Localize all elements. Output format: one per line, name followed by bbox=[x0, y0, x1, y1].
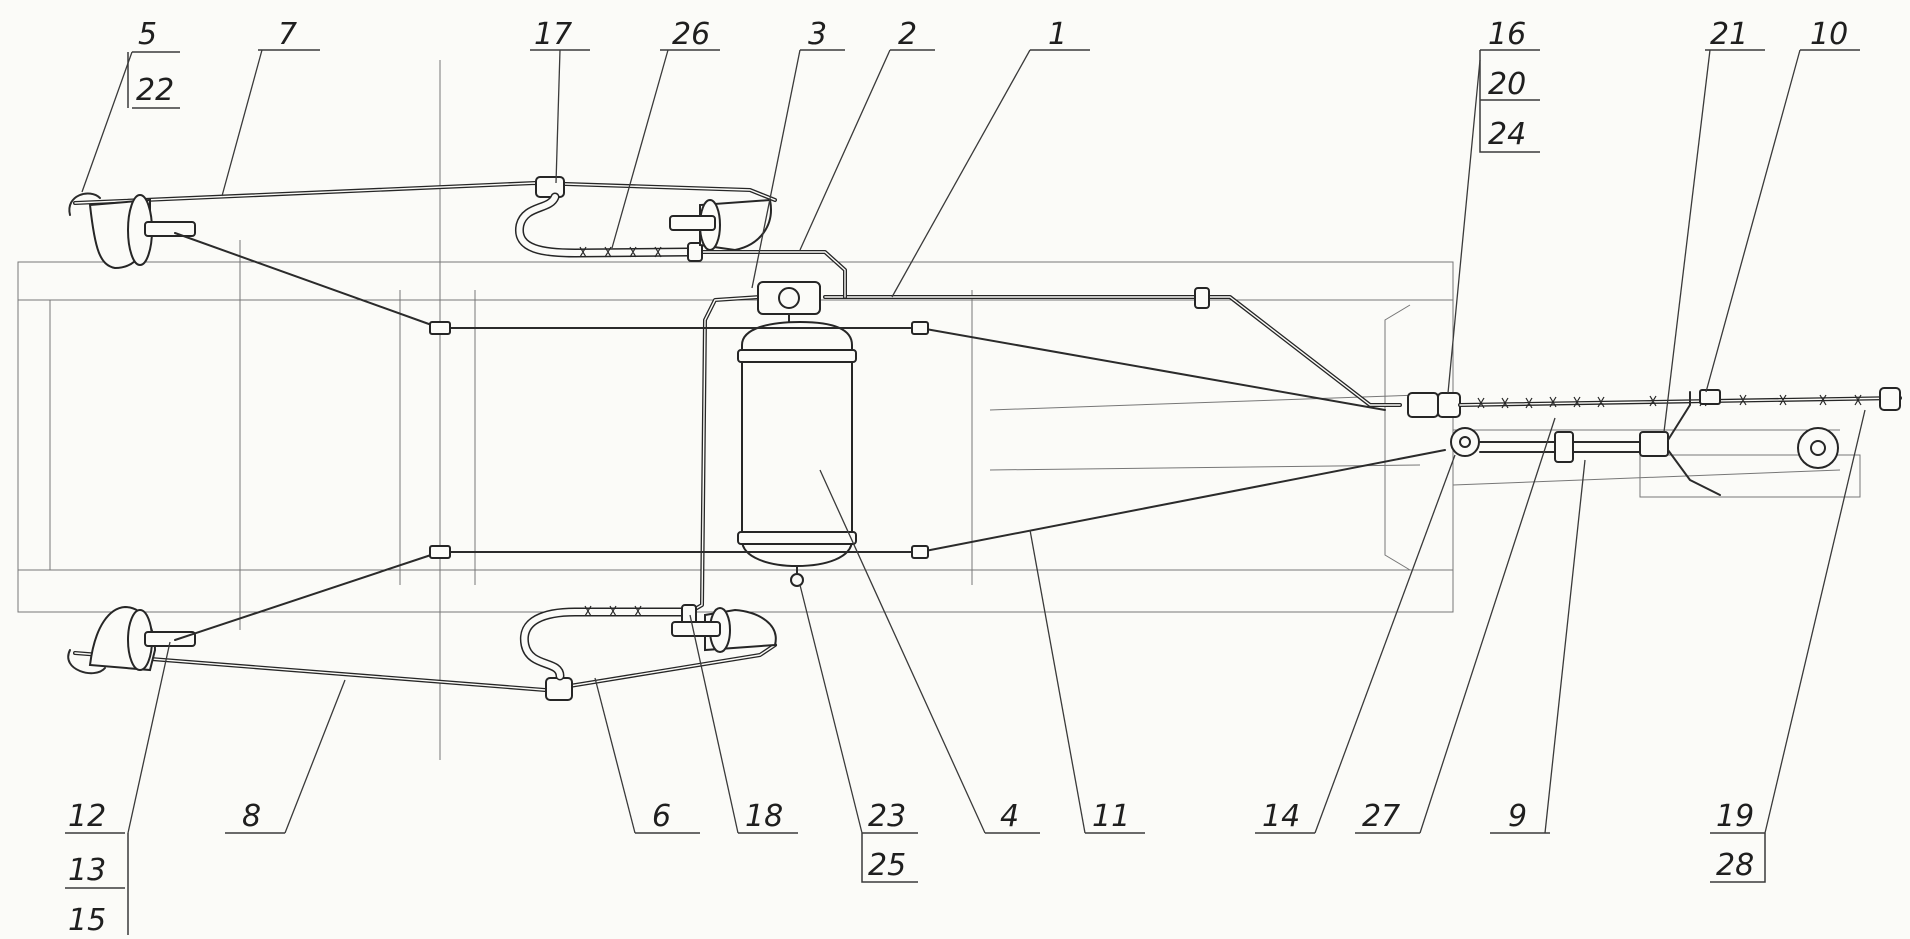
upper-brake-lines bbox=[73, 176, 847, 299]
callout-19: 19 bbox=[1716, 799, 1754, 834]
callout-8: 8 bbox=[242, 799, 261, 834]
main-pipe-1 bbox=[823, 287, 1402, 407]
callout-labels: 5 22 7 17 26 3 2 1 16 20 24 21 10 12 13 … bbox=[68, 17, 1848, 938]
callout-26: 26 bbox=[672, 17, 710, 52]
callout-24: 24 bbox=[1488, 117, 1526, 152]
callout-17: 17 bbox=[534, 17, 572, 52]
callout-14: 14 bbox=[1262, 799, 1300, 834]
callout-13: 13 bbox=[68, 853, 106, 888]
leader-lines bbox=[65, 49, 1866, 935]
control-cables-11 bbox=[174, 232, 1446, 641]
brake-chamber-rear-right bbox=[671, 607, 777, 653]
callout-27: 27 bbox=[1362, 799, 1400, 834]
callout-16: 16 bbox=[1488, 17, 1526, 52]
vehicle-frame bbox=[17, 60, 1861, 760]
callout-10: 10 bbox=[1810, 17, 1848, 52]
callout-2: 2 bbox=[898, 17, 917, 52]
callout-23: 23 bbox=[868, 799, 906, 834]
callout-12: 12 bbox=[68, 799, 106, 834]
callout-3: 3 bbox=[808, 17, 827, 52]
lower-brake-lines bbox=[73, 295, 777, 701]
callout-9: 9 bbox=[1508, 799, 1527, 834]
callout-28: 28 bbox=[1716, 848, 1754, 883]
callout-7: 7 bbox=[278, 17, 297, 52]
callout-20: 20 bbox=[1488, 67, 1526, 102]
callout-22: 22 bbox=[136, 73, 174, 108]
brake-chamber-front-right bbox=[669, 198, 772, 252]
callout-21: 21 bbox=[1710, 17, 1748, 52]
brake-chamber-rear-left bbox=[67, 605, 196, 675]
callout-18: 18 bbox=[745, 799, 783, 834]
callout-1: 1 bbox=[1048, 17, 1067, 52]
callout-4: 4 bbox=[1000, 799, 1019, 834]
brake-chamber-front-left bbox=[68, 192, 196, 270]
callout-5: 5 bbox=[138, 17, 157, 52]
callout-25: 25 bbox=[868, 848, 906, 883]
callout-6: 6 bbox=[652, 799, 671, 834]
callout-11: 11 bbox=[1092, 799, 1130, 834]
callout-15: 15 bbox=[68, 903, 106, 938]
drawbar-coupling-assembly bbox=[1407, 387, 1902, 496]
